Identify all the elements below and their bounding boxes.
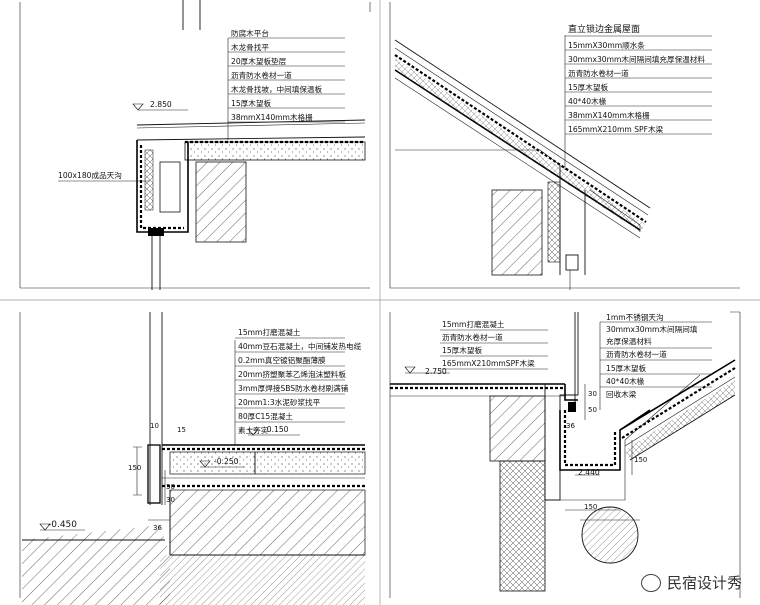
detail-floor-heating: -0.150 -0.250 -0.450 150 30 30 10 15 36	[22, 312, 366, 605]
dim-50: 50	[588, 406, 597, 414]
q3-label: 15mm打磨混凝土	[238, 327, 301, 337]
q1-label-list: 防腐木平台 木龙骨找平 20厚木望板垫层 沥青防水卷材一道 木龙骨找坡，中间填保…	[231, 28, 323, 122]
dim-15: 15	[177, 426, 186, 434]
dim-150-v: 150	[634, 456, 647, 464]
q2-title: 直立锁边金属屋面	[568, 23, 640, 35]
q2-label: 40*40木椽	[568, 96, 607, 106]
detail-metal-roof: 直立锁边金属屋面	[394, 23, 712, 290]
q3-label: 3mm厚焊接SBS防水卷材刷满铺	[238, 383, 349, 393]
q1-label: 木龙骨找平	[231, 42, 269, 52]
level-2440: 2.440	[578, 468, 600, 477]
q4-label-right: 沥青防水卷材一道	[606, 349, 667, 359]
level-minus-0450: -0.450	[48, 520, 77, 530]
watermark-text: 民宿设计秀	[666, 574, 742, 592]
q2-label: 165mmX210mm SPF木梁	[568, 124, 664, 134]
q1-label: 沥青防水卷材一道	[231, 70, 292, 80]
q4-label-right: 15厚木望板	[606, 363, 646, 373]
dim-10: 10	[150, 422, 159, 430]
q4-label-right: 30mmx30mm木间隔间填	[606, 324, 698, 334]
q4-label-right: 回收木梁	[606, 389, 637, 399]
q1-label: 20厚木望板垫层	[231, 56, 287, 66]
level-minus-0250: -0.250	[214, 457, 239, 466]
dim-36: 36	[153, 524, 162, 532]
wechat-logo-icon	[640, 573, 661, 592]
q3-label: 80厚C15混凝土	[238, 411, 293, 421]
q2-label: 沥青防水卷材一道	[568, 68, 629, 78]
q3-label: 20mm挤塑聚苯乙烯泡沫塑料板	[238, 369, 346, 379]
q3-label: 40mm豆石混凝土，中间铺发热电缆	[238, 341, 362, 351]
q1-label: 38mmX140mm木格栅	[231, 112, 313, 122]
q3-label: 素土夯实	[238, 425, 269, 435]
q1-label: 木龙骨找坡，中间填保温板	[231, 84, 323, 94]
q2-label: 15mmX30mm顺水条	[568, 40, 645, 50]
q2-label: 38mmX140mm木格栅	[568, 110, 650, 120]
q3-label-list: 15mm打磨混凝土 40mm豆石混凝土，中间铺发热电缆 0.2mm真空镀铝聚酯薄…	[238, 327, 362, 435]
q3-label: 20mm1:3水泥砂浆找平	[238, 397, 321, 407]
q2-label: 30mmx30mm木间隔间填充厚保温材料	[568, 54, 705, 64]
q4-label-left: 沥青防水卷材一道	[442, 332, 503, 342]
level-2850: 2.850	[150, 100, 172, 109]
q2-label-list: 15mmX30mm顺水条 30mmx30mm木间隔间填充厚保温材料 沥青防水卷材…	[568, 40, 705, 134]
q3-label: 0.2mm真空镀铝聚酯薄膜	[238, 355, 326, 365]
q4-label-left: 165mmX210mmSPF木梁	[442, 358, 535, 368]
dim-150-h: 150	[584, 503, 597, 511]
q1-label: 防腐木平台	[231, 28, 269, 38]
gutter-label: 100x180成品天沟	[58, 170, 122, 180]
dim-36: 36	[566, 422, 575, 430]
q4-label-left: 15mm打磨混凝土	[442, 319, 505, 329]
watermark: 民宿设计秀	[640, 572, 742, 593]
q4-label-left: 15厚木望板	[442, 345, 482, 355]
q1-label: 15厚木望板	[231, 98, 271, 108]
level-minus-0150: -0.150	[264, 425, 289, 434]
dim-30: 30	[166, 483, 175, 491]
level-2750: 2.750	[425, 367, 447, 376]
detail-eave-deck: 2.850 100x180成品天沟	[58, 0, 366, 290]
detail-roof-gutter: 2.750 2.440 30 50 36 150 150	[390, 312, 736, 592]
q4-label-list: 15mm打磨混凝土 沥青防水卷材一道 15厚木望板 165mmX210mmSPF…	[442, 312, 698, 399]
dim-150: 150	[128, 464, 141, 472]
q4-label-right: 1mm不锈钢天沟	[606, 312, 664, 322]
q2-label: 15厚木望板	[568, 82, 608, 92]
q4-label-right: 充厚保温材料	[606, 336, 652, 346]
q4-label-right: 40*40木椽	[606, 376, 645, 386]
dim-30b: 30	[166, 496, 175, 504]
dim-30: 30	[588, 390, 597, 398]
